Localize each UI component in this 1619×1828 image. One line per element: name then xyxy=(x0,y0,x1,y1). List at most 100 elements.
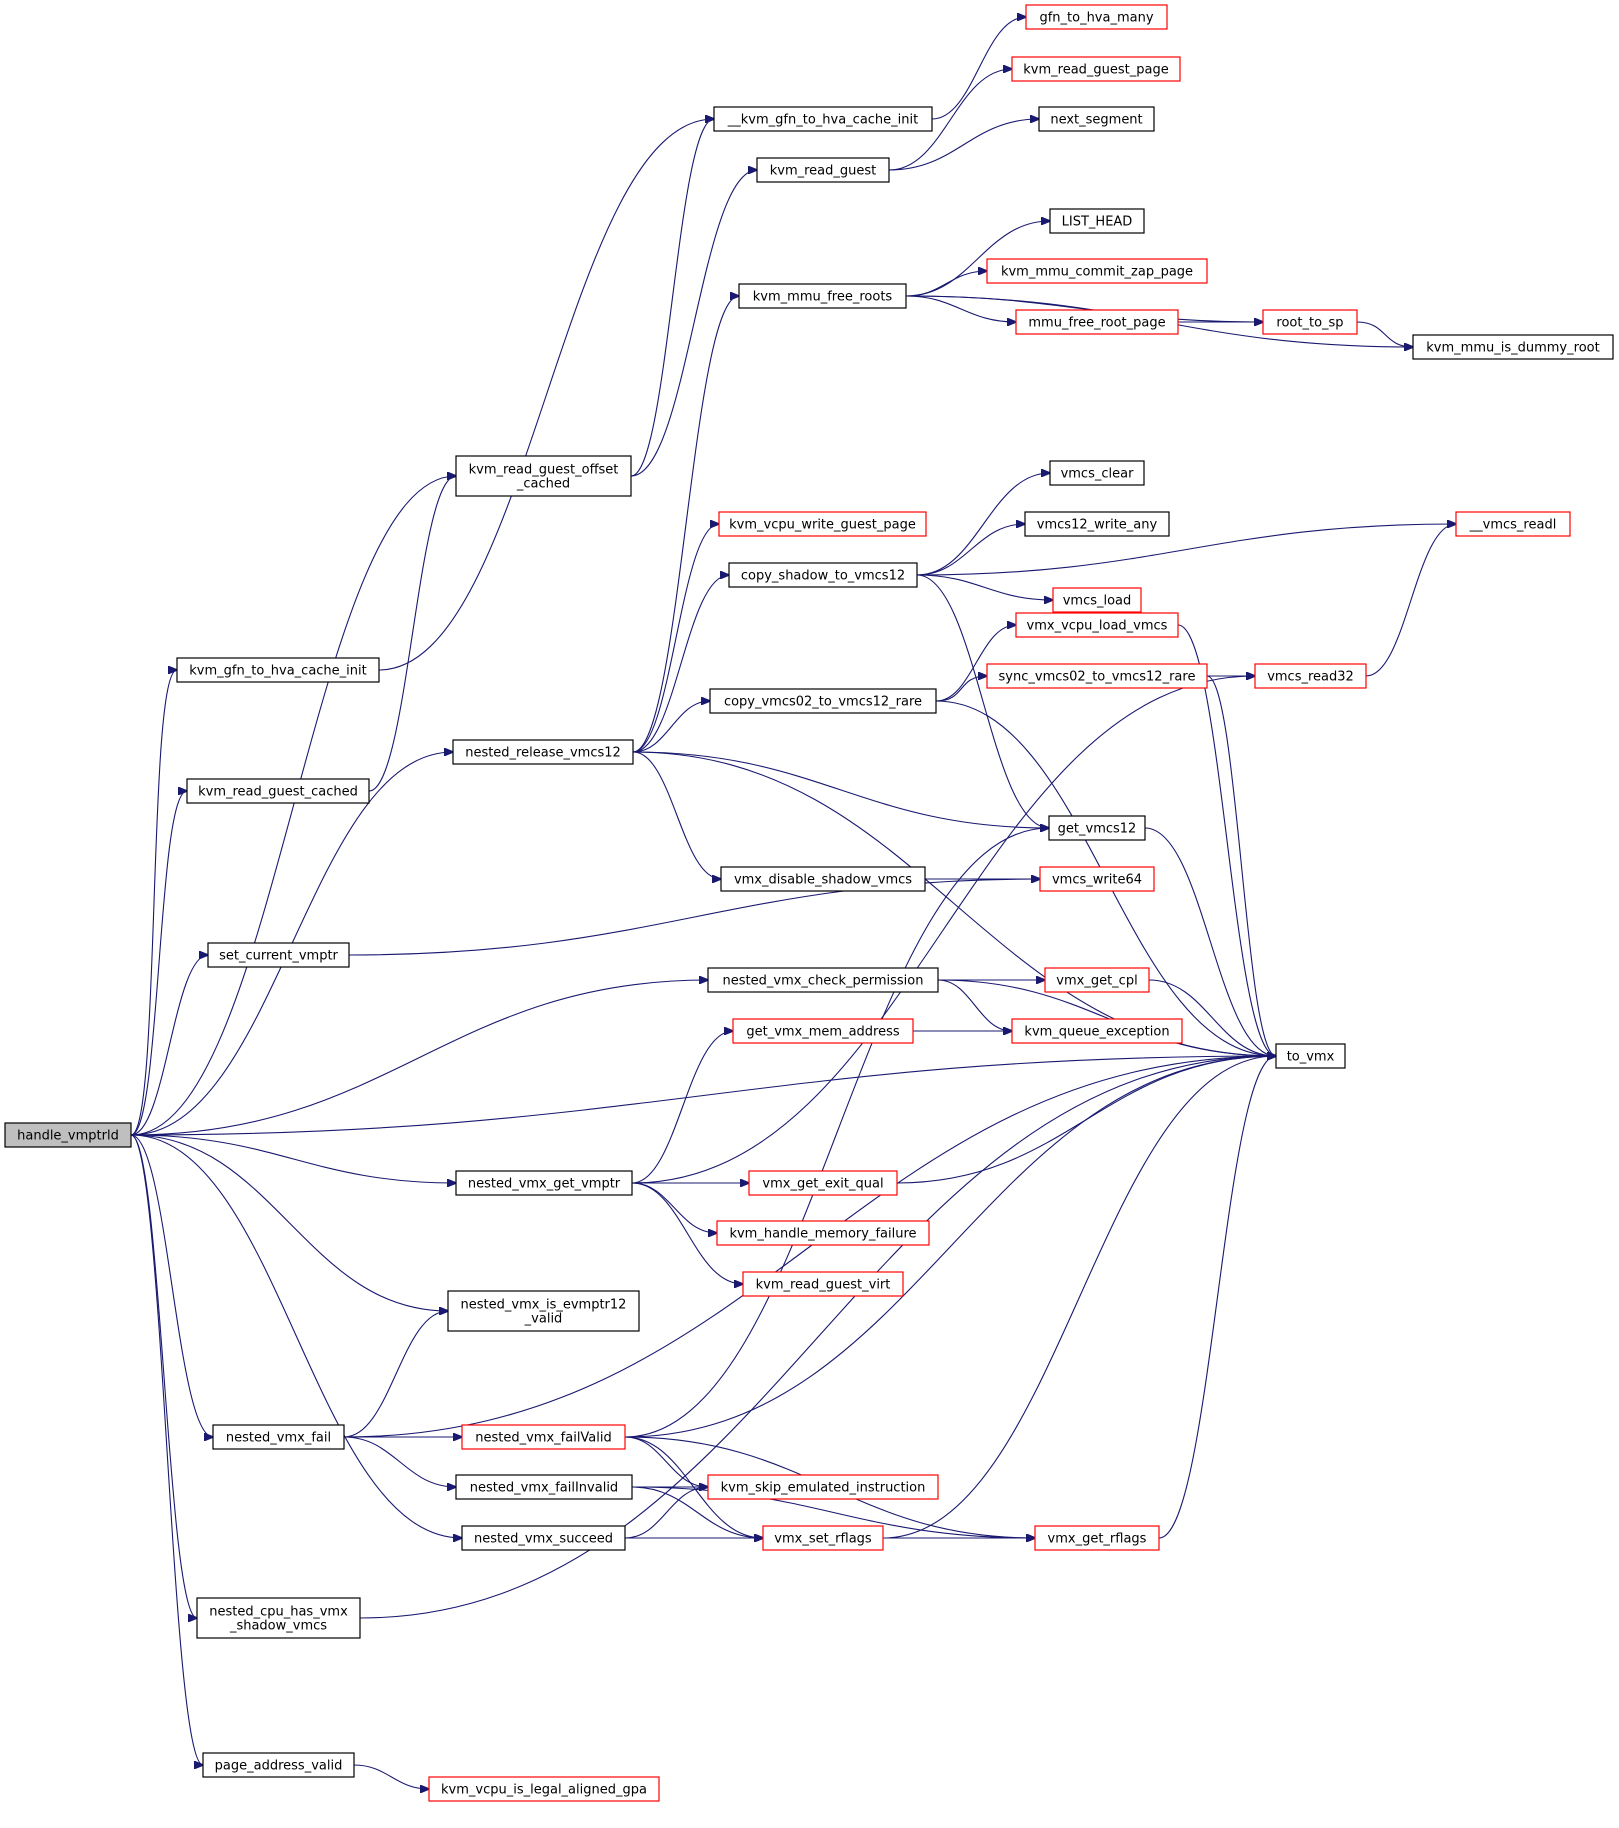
edge-kvm_read_guest_offset_cached-to-__kvm_gfn_to_hva_cache_init xyxy=(630,119,714,477)
edge-copy_shadow_to_vmcs12-to-vmcs_clear xyxy=(916,473,1050,576)
node-label: copy_vmcs02_to_vmcs12_rare xyxy=(724,695,922,710)
edge-handle_vmptrld-to-kvm_gfn_to_hva_cache_init xyxy=(130,670,177,1136)
node-get_vmx_mem_address[interactable]: get_vmx_mem_address xyxy=(732,1018,914,1044)
node-label: kvm_read_guest_virt xyxy=(756,1278,891,1293)
node-set_current_vmptr[interactable]: set_current_vmptr xyxy=(207,942,350,968)
node-label: nested_vmx_is_evmptr12 xyxy=(461,1298,627,1313)
node-nested_cpu_has_vmx_shadow_vmcs[interactable]: nested_cpu_has_vmx_shadow_vmcs xyxy=(196,1597,361,1639)
edge-kvm_gfn_to_hva_cache_init-to-__kvm_gfn_to_hva_cache_init xyxy=(378,119,714,671)
node-label: nested_release_vmcs12 xyxy=(465,746,621,761)
node-mmu_free_root_page[interactable]: mmu_free_root_page xyxy=(1015,309,1179,335)
node-label: vmcs12_write_any xyxy=(1037,518,1158,533)
node-nested_vmx_check_permission[interactable]: nested_vmx_check_permission xyxy=(707,967,939,993)
node-box xyxy=(1049,460,1145,486)
node-next_segment[interactable]: next_segment xyxy=(1038,106,1155,132)
node-LIST_HEAD[interactable]: LIST_HEAD xyxy=(1049,208,1145,234)
node-kvm_read_guest_page[interactable]: kvm_read_guest_page xyxy=(1011,56,1181,82)
edge-root_to_sp-to-kvm_mmu_is_dummy_root xyxy=(1356,321,1413,347)
node-nested_release_vmcs12[interactable]: nested_release_vmcs12 xyxy=(452,739,634,765)
node-label: vmcs_write64 xyxy=(1052,873,1142,888)
node-layer: handle_vmptrldkvm_gfn_to_hva_cache_initk… xyxy=(4,4,1614,1802)
node-vmcs_clear[interactable]: vmcs_clear xyxy=(1049,460,1145,486)
edge-nested_release_vmcs12-to-copy_vmcs02_to_vmcs12_rare xyxy=(632,701,710,753)
node-box xyxy=(461,1424,626,1450)
node-__vmcs_readl[interactable]: __vmcs_readl xyxy=(1455,511,1571,537)
node-box xyxy=(207,942,350,968)
node-kvm_vcpu_is_legal_aligned_gpa[interactable]: kvm_vcpu_is_legal_aligned_gpa xyxy=(428,1776,660,1802)
node-kvm_mmu_commit_zap_page[interactable]: kvm_mmu_commit_zap_page xyxy=(986,258,1208,284)
node-vmx_get_rflags[interactable]: vmx_get_rflags xyxy=(1034,1525,1160,1551)
node-box xyxy=(1034,1525,1160,1551)
node-nested_vmx_is_evmptr12_valid[interactable]: nested_vmx_is_evmptr12_valid xyxy=(447,1290,640,1332)
edge-vmx_get_rflags-to-to_vmx xyxy=(1158,1056,1276,1539)
node-nested_vmx_fail[interactable]: nested_vmx_fail xyxy=(212,1424,345,1450)
edge-copy_vmcs02_to_vmcs12_rare-to-sync_vmcs02_to_vmcs12_rare xyxy=(935,676,987,702)
node-copy_vmcs02_to_vmcs12_rare[interactable]: copy_vmcs02_to_vmcs12_rare xyxy=(709,688,937,714)
node-box xyxy=(748,1170,898,1196)
node-vmcs_write64[interactable]: vmcs_write64 xyxy=(1039,866,1155,892)
node-kvm_read_guest_virt[interactable]: kvm_read_guest_virt xyxy=(742,1271,904,1297)
node-kvm_read_guest[interactable]: kvm_read_guest xyxy=(756,157,890,183)
node-vmx_set_rflags[interactable]: vmx_set_rflags xyxy=(762,1525,884,1551)
edge-nested_vmx_get_vmptr-to-kvm_read_guest_virt xyxy=(631,1182,743,1284)
node-box xyxy=(718,511,927,537)
node-label: nested_vmx_succeed xyxy=(474,1532,613,1547)
node-label: kvm_vcpu_write_guest_page xyxy=(729,518,916,533)
node-box xyxy=(742,1271,904,1297)
node-label: nested_vmx_fail xyxy=(226,1431,331,1446)
edge-nested_release_vmcs12-to-kvm_mmu_free_roots xyxy=(632,296,739,753)
edge-nested_vmx_failInvalid-to-vmx_set_rflags xyxy=(631,1486,763,1538)
node-box xyxy=(1025,4,1168,30)
edge-handle_vmptrld-to-nested_cpu_has_vmx_shadow_vmcs xyxy=(130,1134,197,1618)
node-label: nested_cpu_has_vmx xyxy=(209,1605,348,1620)
node-kvm_read_guest_offset_cached[interactable]: kvm_read_guest_offset_cached xyxy=(455,455,632,497)
node-nested_vmx_failValid[interactable]: nested_vmx_failValid xyxy=(461,1424,626,1450)
edge-kvm_mmu_free_roots-to-kvm_mmu_commit_zap_page xyxy=(905,271,987,297)
node-vmcs12_write_any[interactable]: vmcs12_write_any xyxy=(1024,511,1170,537)
edge-nested_vmx_get_vmptr-to-vmcs_read32 xyxy=(631,676,1255,1184)
node-vmx_vcpu_load_vmcs[interactable]: vmx_vcpu_load_vmcs xyxy=(1015,612,1179,638)
node-vmx_disable_shadow_vmcs[interactable]: vmx_disable_shadow_vmcs xyxy=(720,866,926,892)
node-gfn_to_hva_many[interactable]: gfn_to_hva_many xyxy=(1025,4,1168,30)
node-nested_vmx_succeed[interactable]: nested_vmx_succeed xyxy=(461,1525,626,1551)
node-get_vmcs12[interactable]: get_vmcs12 xyxy=(1048,815,1146,841)
edge-nested_vmx_failValid-to-get_vmcs12 xyxy=(624,828,1049,1438)
node-nested_vmx_get_vmptr[interactable]: nested_vmx_get_vmptr xyxy=(455,1170,633,1196)
edge-handle_vmptrld-to-nested_vmx_is_evmptr12_valid xyxy=(130,1134,448,1311)
edge-set_current_vmptr-to-vmcs_write64 xyxy=(348,879,1040,956)
node-box xyxy=(202,1752,355,1778)
node-kvm_read_guest_cached[interactable]: kvm_read_guest_cached xyxy=(186,778,370,804)
node-kvm_handle_memory_failure[interactable]: kvm_handle_memory_failure xyxy=(716,1220,930,1246)
node-vmcs_read32[interactable]: vmcs_read32 xyxy=(1254,663,1367,689)
node-copy_shadow_to_vmcs12[interactable]: copy_shadow_to_vmcs12 xyxy=(728,562,918,588)
node-kvm_mmu_is_dummy_root[interactable]: kvm_mmu_is_dummy_root xyxy=(1412,334,1614,360)
edge-handle_vmptrld-to-set_current_vmptr xyxy=(130,955,208,1136)
node-box xyxy=(186,778,370,804)
node-kvm_vcpu_write_guest_page[interactable]: kvm_vcpu_write_guest_page xyxy=(718,511,927,537)
node-kvm_skip_emulated_instruction[interactable]: kvm_skip_emulated_instruction xyxy=(707,1474,939,1500)
node-label: get_vmcs12 xyxy=(1058,822,1137,837)
node-vmx_get_cpl[interactable]: vmx_get_cpl xyxy=(1044,967,1150,993)
node-nested_vmx_failInvalid[interactable]: nested_vmx_failInvalid xyxy=(455,1474,633,1500)
edge-handle_vmptrld-to-nested_vmx_succeed xyxy=(130,1134,462,1538)
node-label: vmx_get_cpl xyxy=(1056,974,1137,989)
node-box xyxy=(428,1776,660,1802)
node-box xyxy=(1011,1018,1183,1044)
node-label: copy_shadow_to_vmcs12 xyxy=(741,569,905,584)
node-kvm_mmu_free_roots[interactable]: kvm_mmu_free_roots xyxy=(738,283,907,309)
node-vmx_get_exit_qual[interactable]: vmx_get_exit_qual xyxy=(748,1170,898,1196)
edge-nested_vmx_check_permission-to-kvm_queue_exception xyxy=(937,979,1012,1031)
edge-vmx_vcpu_load_vmcs-to-to_vmx xyxy=(1177,624,1276,1056)
node-sync_vmcs02_to_vmcs12_rare[interactable]: sync_vmcs02_to_vmcs12_rare xyxy=(986,663,1208,689)
node-label: kvm_read_guest_page xyxy=(1023,63,1169,78)
node-root_to_sp[interactable]: root_to_sp xyxy=(1262,309,1358,335)
node-page_address_valid[interactable]: page_address_valid xyxy=(202,1752,355,1778)
node-kvm_queue_exception[interactable]: kvm_queue_exception xyxy=(1011,1018,1183,1044)
edge-layer xyxy=(130,17,1456,1789)
node-vmcs_load[interactable]: vmcs_load xyxy=(1052,587,1142,613)
node-to_vmx[interactable]: to_vmx xyxy=(1275,1043,1346,1069)
node-kvm_gfn_to_hva_cache_init[interactable]: kvm_gfn_to_hva_cache_init xyxy=(176,657,380,683)
node-label: _shadow_vmcs xyxy=(229,1619,327,1634)
node-__kvm_gfn_to_hva_cache_init[interactable]: __kvm_gfn_to_hva_cache_init xyxy=(713,106,933,132)
node-box xyxy=(716,1220,930,1246)
